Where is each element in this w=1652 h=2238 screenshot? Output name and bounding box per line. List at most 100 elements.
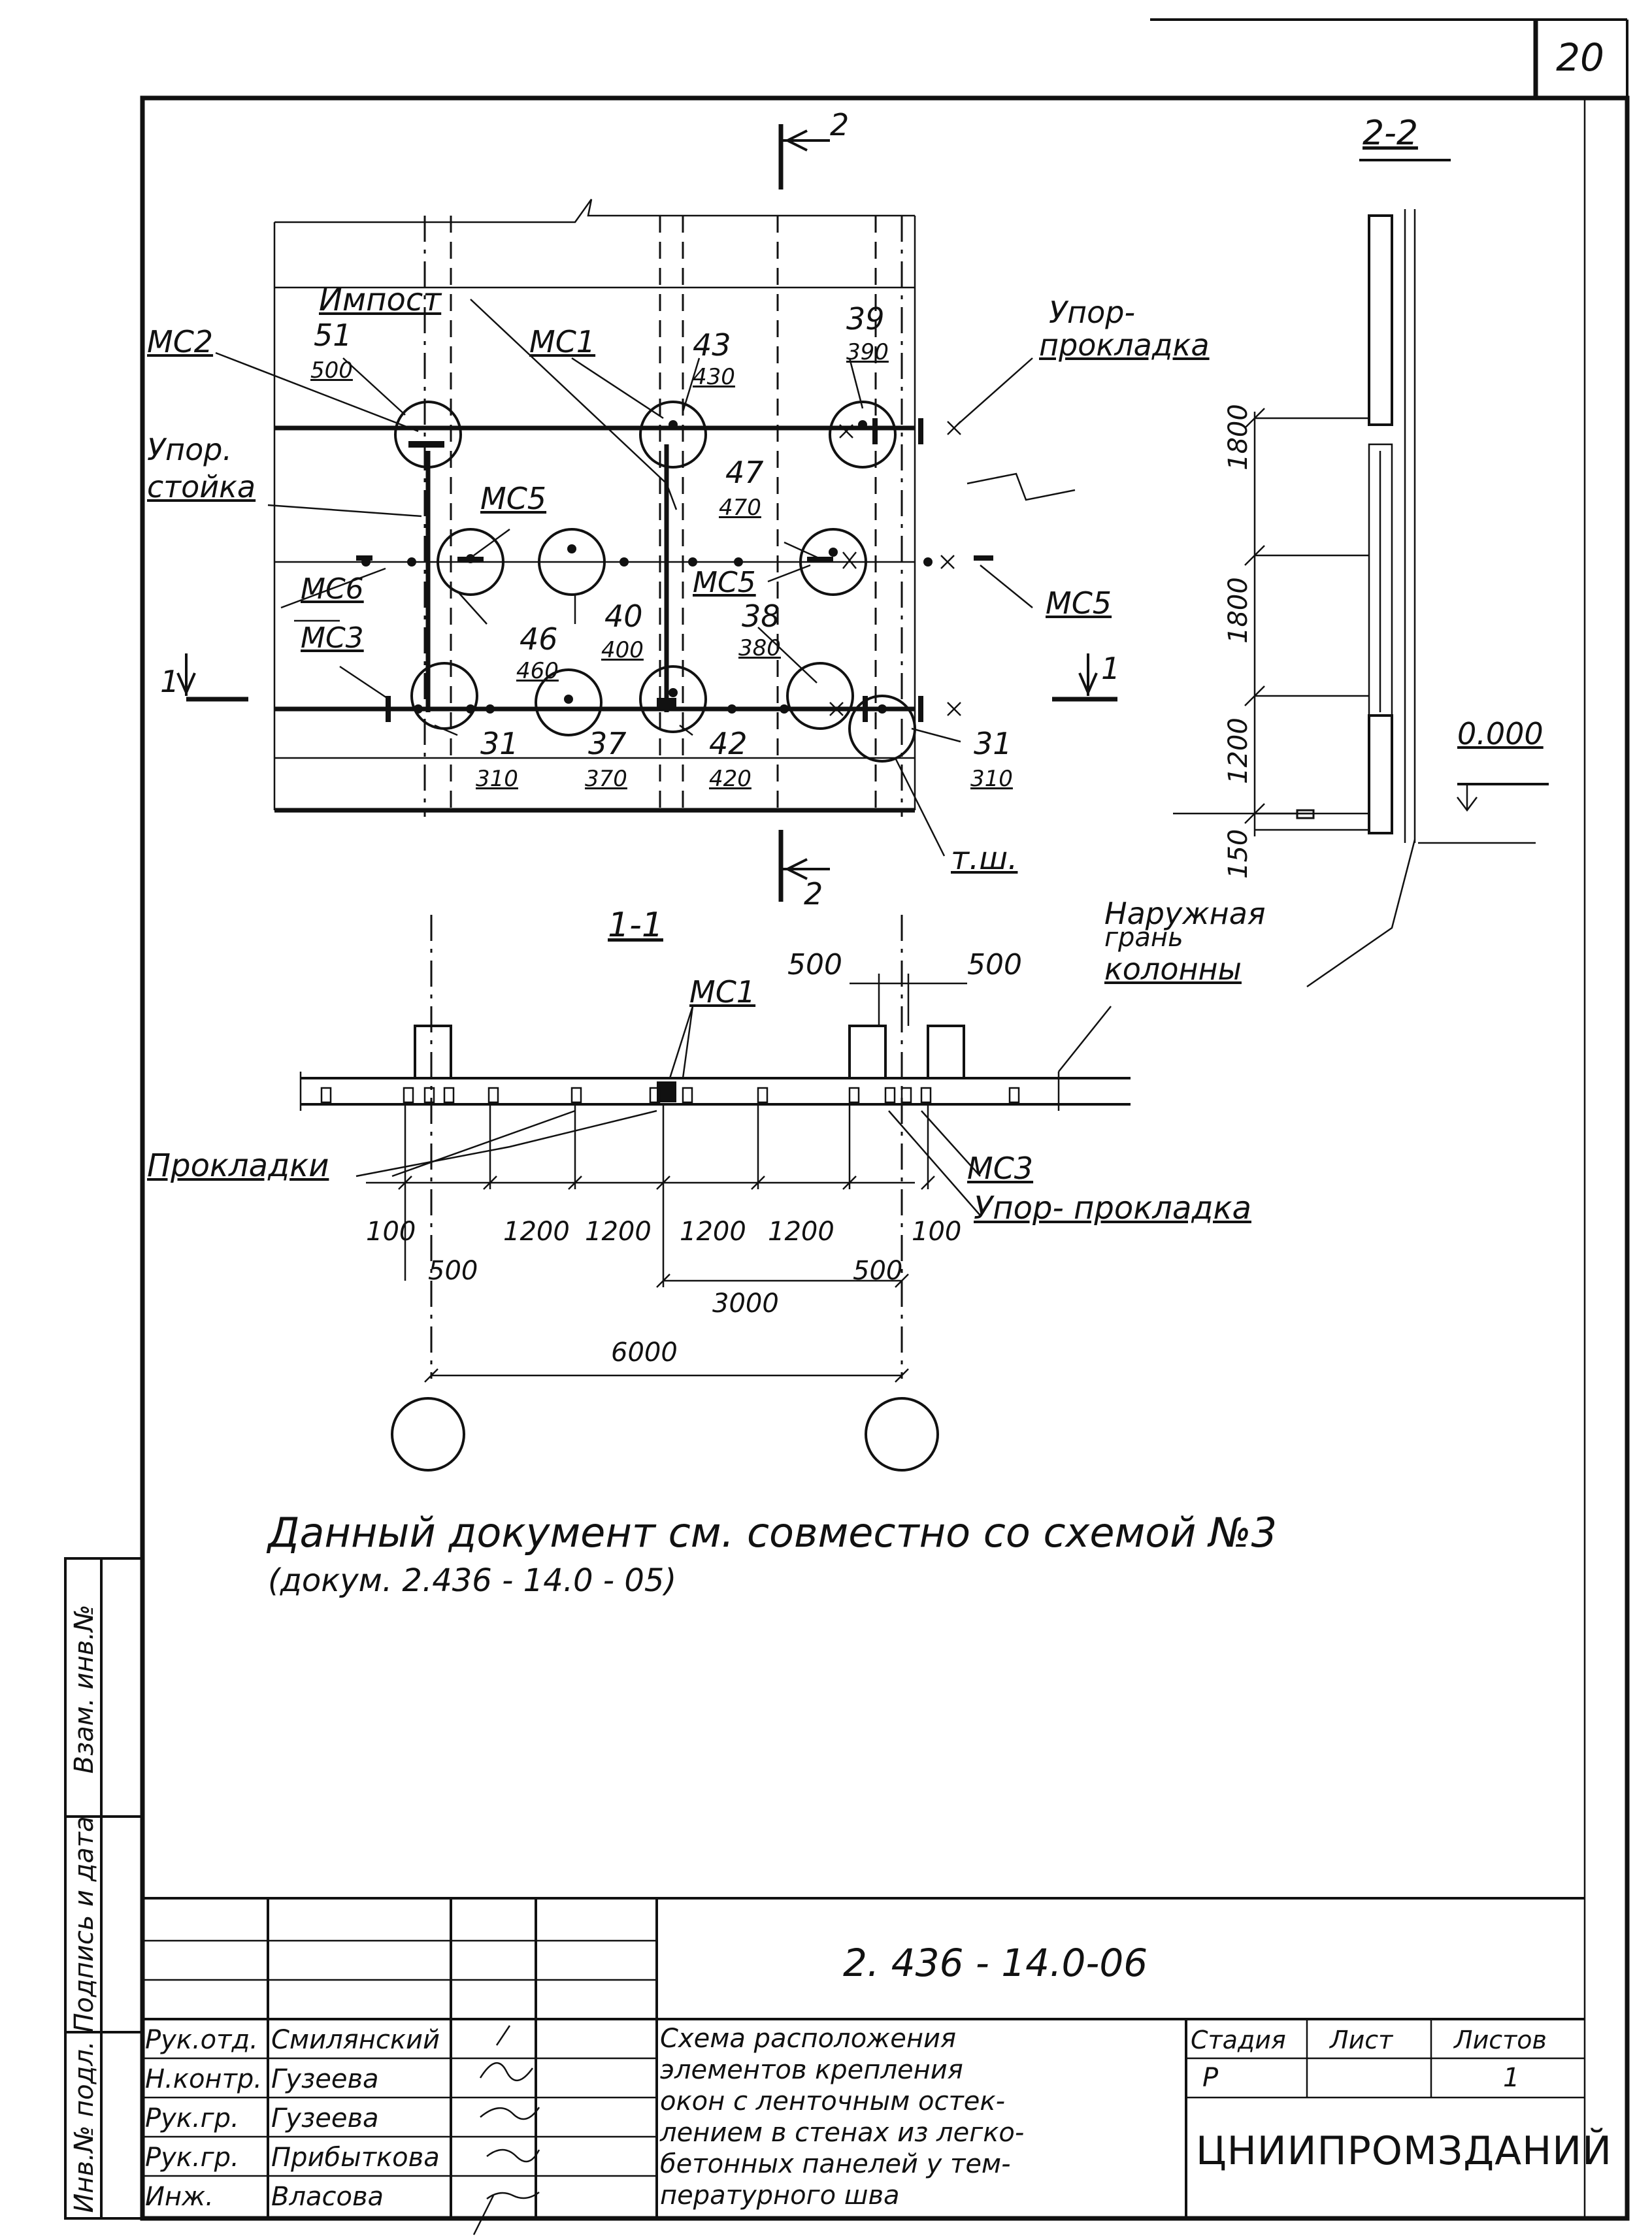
node-sublabel: 400 bbox=[601, 637, 644, 663]
sheets-header: Листов bbox=[1454, 2026, 1547, 2054]
outer-face-label-3: колонны bbox=[1104, 951, 1242, 987]
title-line-5: бетонных панелей у тем- bbox=[660, 2149, 1011, 2179]
mc6-label: МС6 bbox=[301, 572, 364, 606]
title-line-6: пературного шва bbox=[660, 2180, 900, 2211]
dim-1800-upper: 1800 bbox=[1223, 404, 1253, 470]
node-sublabel: 390 bbox=[846, 339, 889, 365]
node-label: 43 bbox=[693, 327, 731, 363]
node-sublabel: 370 bbox=[585, 766, 627, 792]
signature-date-label: Подпись и дата bbox=[69, 1816, 99, 2032]
sheet-header: Лист bbox=[1330, 2026, 1393, 2054]
cut-1-left-label: 1 bbox=[160, 664, 180, 699]
mc3-label: МС3 bbox=[301, 621, 364, 655]
mc1-label: МС1 bbox=[529, 324, 596, 359]
node-sublabel: 420 bbox=[709, 766, 752, 792]
frame bbox=[140, 18, 1630, 2221]
dim-500-bottom-left: 500 bbox=[428, 1256, 478, 1286]
title-line-4: лением в стенах из легко- bbox=[660, 2118, 1025, 2148]
node-label: 51 bbox=[314, 318, 352, 353]
mc3-section-label: МС3 bbox=[967, 1151, 1034, 1186]
dim-500-right: 500 bbox=[967, 948, 1022, 981]
node-sublabel: 470 bbox=[719, 495, 761, 521]
upor-prokladka-section-label: Упор- прокладка bbox=[974, 1190, 1251, 1226]
dim-100-right: 100 bbox=[912, 1217, 962, 1247]
outer-face-label-1: Наружная bbox=[1104, 896, 1266, 931]
node-label: 31 bbox=[974, 726, 1012, 761]
cut-2-top-label: 2 bbox=[830, 107, 850, 142]
title-line-2: элементов крепления bbox=[660, 2055, 963, 2085]
name-5: Власова bbox=[271, 2182, 384, 2212]
stage-value: Р bbox=[1202, 2063, 1219, 2093]
stage-header: Стадия bbox=[1191, 2026, 1286, 2054]
upor-prokl-label-1: Упор- bbox=[1049, 295, 1136, 330]
plan-view bbox=[273, 199, 1076, 817]
node-label: 40 bbox=[604, 599, 643, 634]
node-label: 46 bbox=[520, 621, 558, 657]
tsh-label: т.ш. bbox=[951, 840, 1018, 877]
name-2: Гузеева bbox=[271, 2064, 379, 2094]
mc1-section-label: МС1 bbox=[689, 974, 756, 1010]
dim-1200: 1200 bbox=[1223, 717, 1253, 784]
role-1: Рук.отд. bbox=[145, 2025, 258, 2055]
title-line-1: Схема расположения bbox=[660, 2024, 957, 2054]
impost-label: Импост bbox=[319, 282, 442, 318]
mc5-mid-label: МС5 bbox=[693, 566, 756, 599]
title-block bbox=[142, 1897, 1585, 2235]
node-label: 47 bbox=[725, 455, 764, 490]
role-3: Рук.гр. bbox=[145, 2103, 239, 2133]
node-label: 37 bbox=[588, 726, 627, 761]
doc-code: 2. 436 - 14.0-06 bbox=[843, 1941, 1148, 1985]
name-3: Гузеева bbox=[271, 2103, 379, 2133]
side-stamp bbox=[64, 1557, 144, 2220]
dim-1200-c: 1200 bbox=[680, 1217, 746, 1247]
node-label: 42 bbox=[709, 726, 748, 761]
section-1-1-view bbox=[299, 915, 1131, 1472]
plan-leaders bbox=[215, 299, 1033, 857]
dim-1200-a: 1200 bbox=[503, 1217, 570, 1247]
mc5-left-label: МС5 bbox=[480, 481, 547, 516]
outer-face-label-2: грань bbox=[1104, 923, 1183, 953]
node-sublabel: 310 bbox=[476, 766, 518, 792]
dim-6000: 6000 bbox=[611, 1338, 678, 1368]
section-2-2-title: 2-2 bbox=[1363, 114, 1418, 153]
note-line-2: (докум. 2.436 - 14.0 - 05) bbox=[268, 1562, 677, 1599]
cut-1-right-label: 1 bbox=[1101, 651, 1121, 686]
organization: ЦНИИПРОМЗДАНИЙ bbox=[1196, 2128, 1613, 2174]
upor-stoika-label-2: стойка bbox=[147, 469, 256, 504]
dim-500-bottom-right: 500 bbox=[853, 1256, 903, 1286]
note-line-1: Данный документ см. совместно со схемой … bbox=[268, 1509, 1278, 1556]
name-1: Смилянский bbox=[271, 2025, 440, 2055]
role-2: Н.контр. bbox=[145, 2064, 262, 2094]
inv-no-label: Инв.№ подл. bbox=[69, 2041, 99, 2213]
upor-stoika-label-1: Упор. bbox=[147, 432, 233, 467]
node-label: 38 bbox=[742, 599, 780, 634]
mc2-label: МС2 bbox=[147, 324, 214, 359]
mc5-right-label: МС5 bbox=[1046, 585, 1112, 621]
node-sublabel: 430 bbox=[693, 364, 735, 390]
name-4: Прибыткова bbox=[271, 2143, 440, 2173]
sheet-number: 20 bbox=[1556, 35, 1604, 80]
dim-1200-d: 1200 bbox=[768, 1217, 834, 1247]
node-sublabel: 500 bbox=[310, 357, 353, 384]
level-0000: 0.000 bbox=[1457, 716, 1544, 751]
node-label: 39 bbox=[846, 301, 885, 337]
dim-3000: 3000 bbox=[712, 1289, 779, 1319]
title-line-3: окон с ленточным остек- bbox=[660, 2086, 1006, 2116]
cut-2-bottom-label: 2 bbox=[804, 876, 823, 912]
dim-1800-lower: 1800 bbox=[1223, 577, 1253, 644]
node-sublabel: 460 bbox=[516, 658, 559, 684]
cut-markers bbox=[176, 124, 1117, 902]
vzam-inv-label: Взам. инв.№ bbox=[69, 1605, 99, 1774]
dim-1200-b: 1200 bbox=[585, 1217, 652, 1247]
node-sublabel: 310 bbox=[970, 766, 1013, 792]
dim-500-left: 500 bbox=[787, 948, 842, 981]
node-label: 31 bbox=[480, 726, 519, 761]
role-5: Инж. bbox=[145, 2182, 214, 2212]
upor-prokl-label-2: прокладка bbox=[1039, 327, 1210, 363]
dim-100-left: 100 bbox=[366, 1217, 416, 1247]
section-2-2-view bbox=[1173, 159, 1549, 988]
section-1-1-title: 1-1 bbox=[608, 906, 663, 945]
dim-150: 150 bbox=[1223, 829, 1253, 879]
sheets-value: 1 bbox=[1503, 2063, 1520, 2093]
